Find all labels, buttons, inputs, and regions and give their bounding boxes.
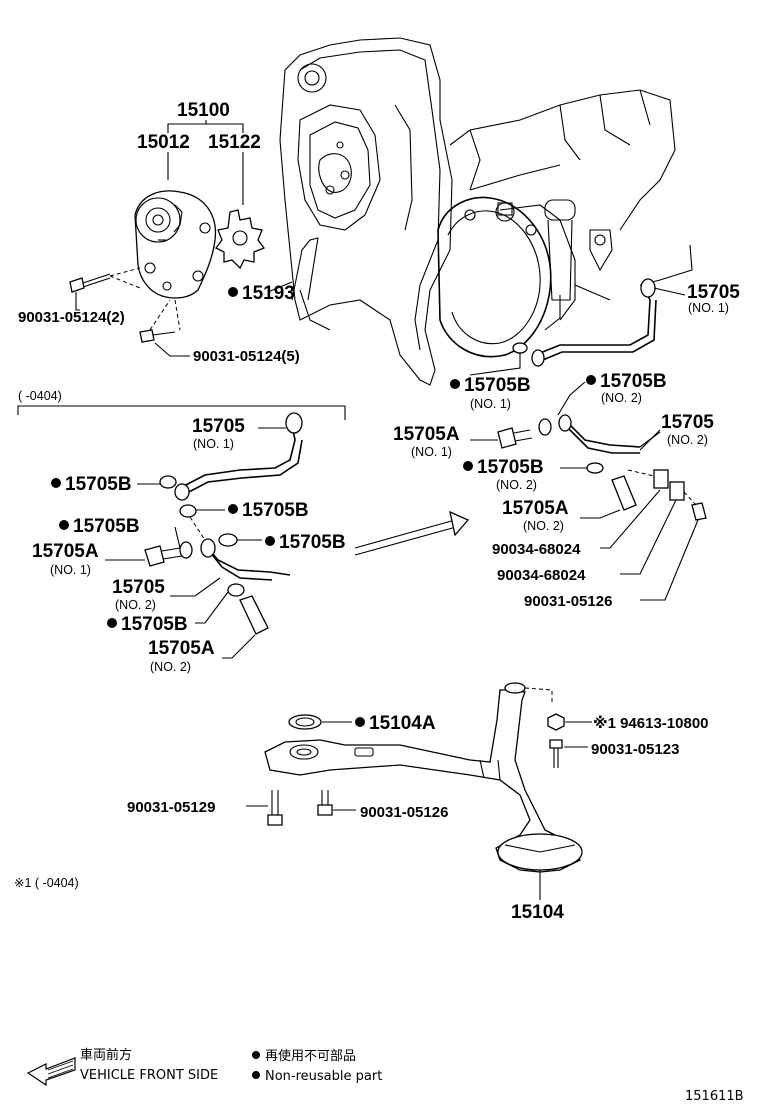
label-15100: 15100: [177, 100, 230, 121]
footnote-range: ※1 ( -0404): [14, 876, 79, 890]
clamp-90034-68024-a: [653, 469, 669, 489]
legend-dot-icon: [252, 1071, 260, 1079]
bolt-90031-05129: [267, 790, 283, 826]
water-pump-group: [69, 120, 319, 357]
label-inset-15705B-b: 15705B: [242, 500, 309, 521]
label-inset-15705B-d: 15705B: [279, 532, 346, 553]
label-15705B-no2-right-top-sub: (NO. 2): [601, 391, 642, 405]
label-inset-15705-2-sub: (NO. 2): [115, 598, 156, 612]
gasket-15104A: [288, 714, 322, 730]
oil-pipe-group-right: [469, 278, 707, 601]
label-15122: 15122: [208, 132, 261, 153]
label-inset-15705B-e: 15705B: [121, 614, 188, 635]
gasket-15193: [291, 237, 319, 301]
label-inset-15705A-1: 15705A: [32, 541, 99, 562]
inset-pre-0404: [17, 405, 346, 659]
label-15012: 15012: [137, 132, 190, 153]
label-90031-05124-5: 90031-05124(5): [193, 348, 300, 365]
label-90034-68024-a: 90034-68024: [492, 541, 581, 558]
non-reusable-dot: [450, 379, 460, 389]
legend: 車両前方 VEHICLE FRONT SIDE 再使用不可部品 Non-reus…: [26, 1047, 744, 1104]
label-inset-15705A-1-sub: (NO. 1): [50, 563, 91, 577]
legend-arrow-en: VEHICLE FRONT SIDE: [80, 1068, 218, 1083]
legend-dot-jp: 再使用不可部品: [265, 1048, 356, 1064]
pipe-15705-no2: [564, 419, 641, 448]
union-bolt-15705A-no2-inset: [239, 595, 269, 635]
label-inset-15705A-2: 15705A: [148, 638, 215, 659]
label-inset-15705: 15705: [192, 416, 245, 437]
label-15705A-no1-right: 15705A: [393, 424, 460, 445]
nut-94613-10800: [547, 713, 565, 731]
label-90031-05126: 90031-05126: [360, 804, 448, 821]
transition-arrow: [354, 510, 470, 556]
label-15104: 15104: [511, 902, 564, 923]
bolt-90031-05126-right: [691, 502, 707, 521]
vehicle-front-arrow-icon: [26, 1057, 76, 1087]
non-reusable-dot: [107, 618, 117, 628]
label-15705-top: 15705: [687, 282, 740, 303]
legend-arrow-jp: 車両前方: [80, 1047, 132, 1063]
label-94613-10800: ※1 94613-10800: [593, 714, 709, 732]
label-inset-15705B-c: 15705B: [73, 516, 140, 537]
diagram-id: 151611B: [685, 1089, 744, 1104]
legend-dot-icon: [252, 1051, 260, 1059]
washer-15705B-no1-right: [512, 342, 528, 354]
clamp-90034-68024-b: [669, 481, 685, 501]
label-90031-05126-right: 90031-05126: [524, 593, 612, 610]
part-labels: 15100 15012 15122 15193 90031-05124(2) 9…: [14, 100, 740, 923]
label-15193: 15193: [242, 283, 295, 304]
label-15705A-no2-right: 15705A: [502, 498, 569, 519]
union-bolt-15705A-no1-inset: [144, 545, 183, 567]
label-inset-15705B-a: 15705B: [65, 474, 132, 495]
bolt-90031-05126: [317, 790, 333, 816]
label-15705-no2-right: 15705: [661, 412, 714, 433]
non-reusable-dot: [265, 536, 275, 546]
pipe-15705-no1: [534, 289, 651, 356]
label-90031-05124-2: 90031-05124(2): [18, 309, 125, 326]
non-reusable-dot: [228, 504, 238, 514]
union-bolt-15705A-no1-right: [497, 427, 533, 449]
label-15705-no2-right-sub: (NO. 2): [667, 433, 708, 447]
engine-block-drawing: [279, 37, 693, 386]
non-reusable-dot: [586, 375, 596, 385]
label-15705A-no1-right-sub: (NO. 1): [411, 445, 452, 459]
label-inset-15705-sub: (NO. 1): [193, 437, 234, 451]
legend-dot-en: Non-reusable part: [265, 1069, 382, 1084]
label-15705-top-sub: (NO. 1): [688, 301, 729, 315]
label-15705A-no2-right-sub: (NO. 2): [523, 519, 564, 533]
bolt-90031-05124-5: [139, 329, 176, 343]
label-15705B-no2-right-mid: 15705B: [477, 457, 544, 478]
non-reusable-dot: [51, 478, 61, 488]
label-15104A: 15104A: [369, 713, 436, 734]
oil-strainer-group: [246, 682, 592, 900]
bolt-90031-05123: [549, 739, 563, 768]
label-15705B-no1-right-sub: (NO. 1): [470, 397, 511, 411]
label-15705B-no2-right-top: 15705B: [600, 371, 667, 392]
impeller-15122: [215, 209, 266, 270]
label-inset-range: ( -0404): [18, 389, 62, 403]
label-90034-68024-b: 90034-68024: [497, 567, 586, 584]
label-90031-05123: 90031-05123: [591, 741, 679, 758]
label-15705B-no1-right: 15705B: [464, 375, 531, 396]
label-inset-15705-2: 15705: [112, 577, 165, 598]
label-90031-05129: 90031-05129: [127, 799, 215, 816]
union-bolt-15705A-no2-right: [611, 475, 637, 511]
label-15705B-no2-right-mid-sub: (NO. 2): [496, 478, 537, 492]
non-reusable-dot: [59, 520, 69, 530]
label-inset-15705A-2-sub: (NO. 2): [150, 660, 191, 674]
non-reusable-dot: [228, 287, 238, 297]
non-reusable-dot: [463, 461, 473, 471]
bolt-90031-05124-2: [69, 273, 111, 293]
non-reusable-dot: [355, 717, 365, 727]
